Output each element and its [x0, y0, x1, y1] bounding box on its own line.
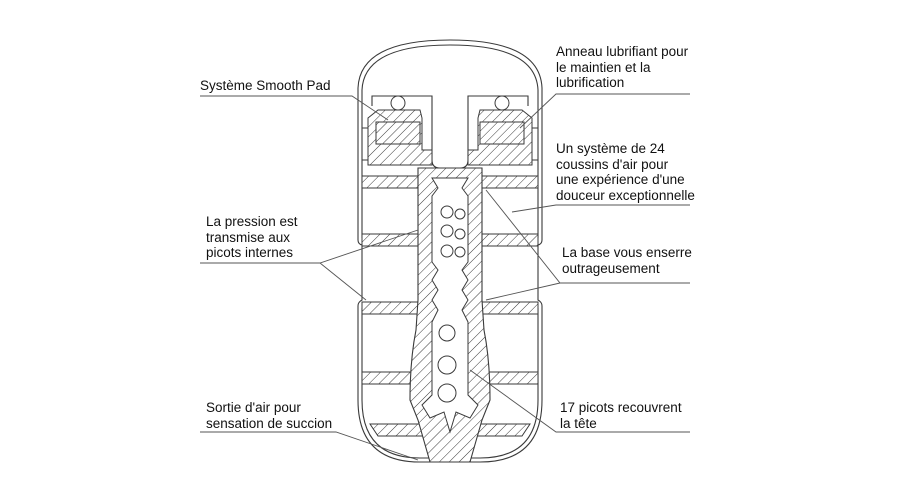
label-pressure: La pression est transmise aux picots int…: [206, 214, 298, 260]
label-base: La base vous enserre outrageusement: [562, 245, 692, 276]
leader-picots: [469, 369, 690, 433]
leader-air-cushions: [511, 204, 690, 213]
leader-lube-ring: [519, 93, 690, 129]
label-lube-ring: Anneau lubrifiant pour le maintien et la…: [556, 44, 689, 90]
leader-air-outlet: [200, 431, 419, 461]
top-housing: [362, 95, 538, 169]
label-air-cushions: Un système de 24 coussins d'air pour une…: [556, 141, 695, 203]
leader-base-b: [485, 282, 561, 301]
label-picots: 17 picots recouvrent la tête: [560, 400, 682, 431]
label-smooth-pad: Système Smooth Pad: [200, 78, 331, 93]
leader-pressure-b: [319, 262, 367, 301]
leader-smooth-pad: [200, 95, 389, 121]
leader-lines: [200, 93, 690, 461]
central-sleeve: [409, 167, 491, 463]
label-air-outlet: Sortie d'air pour sensation de succion: [206, 400, 333, 431]
